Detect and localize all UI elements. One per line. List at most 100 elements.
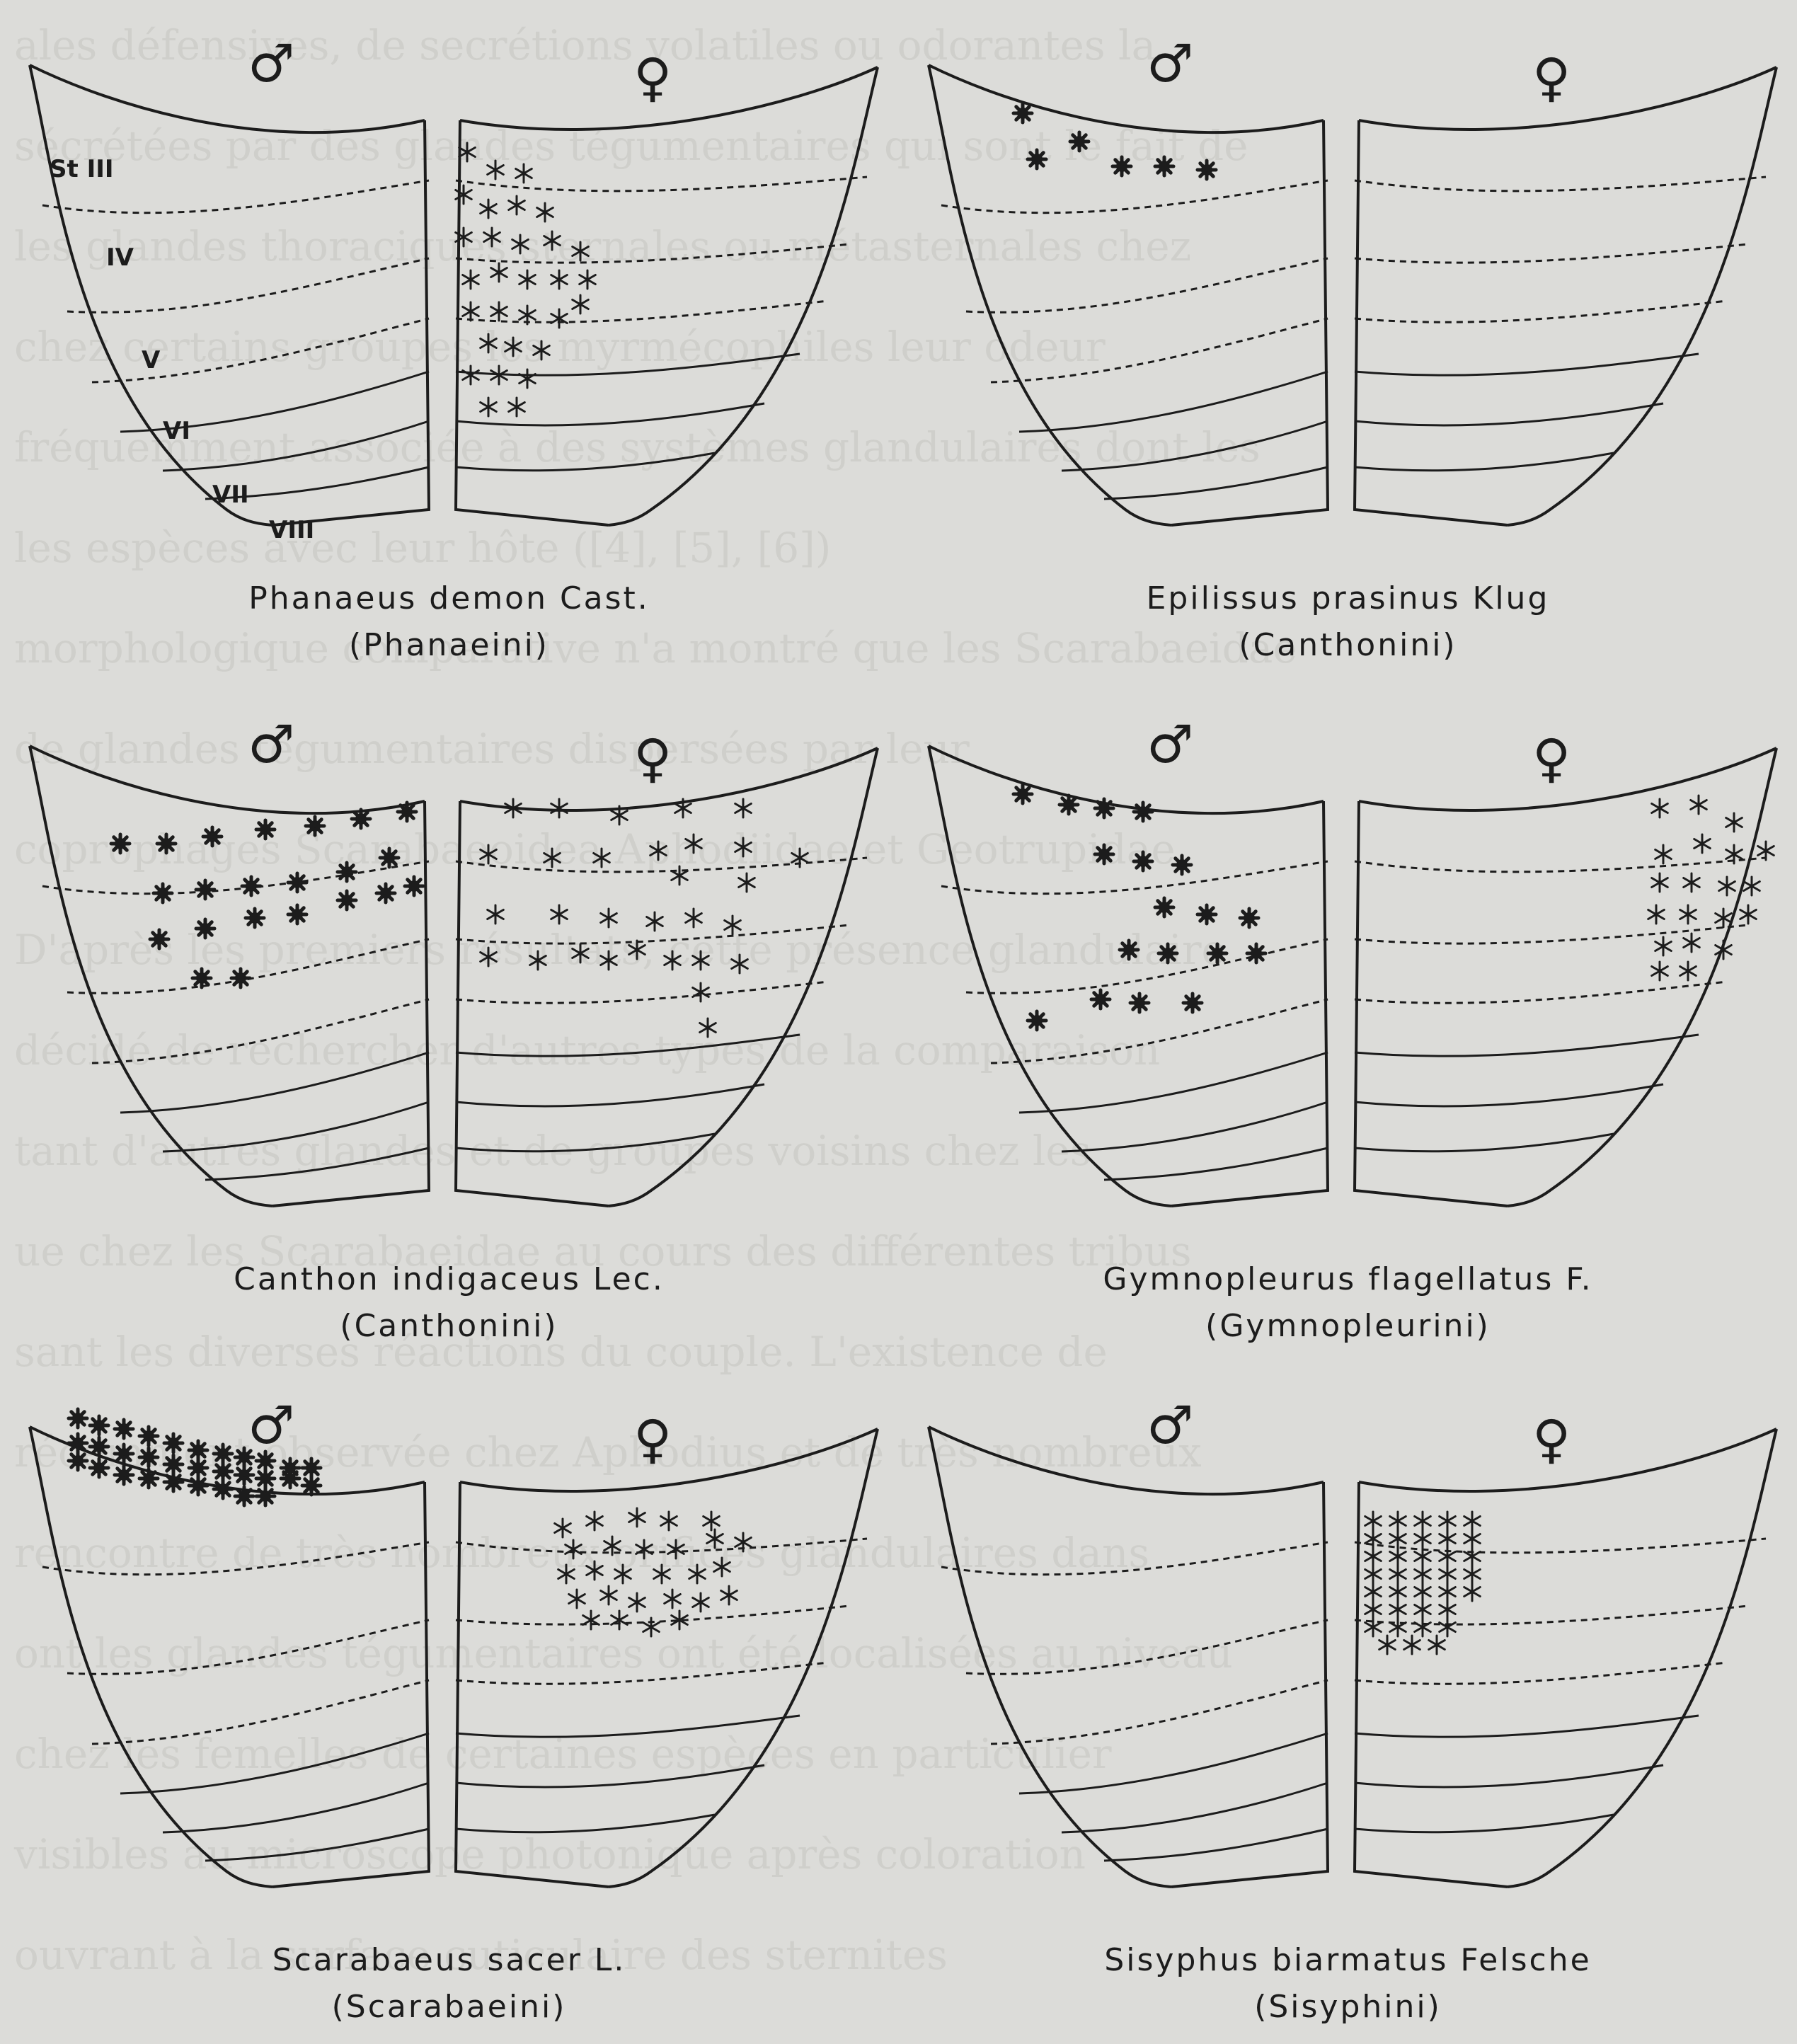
- gland-asterisk: [1365, 1600, 1382, 1619]
- sternite-boundary: [42, 180, 429, 213]
- abdomen-outline: [1171, 120, 1328, 525]
- gland-asterisk: [1652, 962, 1668, 980]
- gland-asterisk: [1680, 962, 1696, 980]
- gland-asterisk: [1440, 1583, 1456, 1601]
- gland-asterisk: [1404, 1636, 1420, 1654]
- sternite-boundary: [966, 1620, 1328, 1674]
- gland-asterisk: [1390, 1600, 1406, 1619]
- gland-solid-star: [1014, 785, 1032, 803]
- gland-asterisk: [1365, 1583, 1382, 1601]
- sternite-boundary: [456, 301, 828, 322]
- sternite-label: IV: [106, 243, 134, 272]
- gland-asterisk: [558, 1565, 575, 1583]
- gland-asterisk: [1415, 1565, 1431, 1583]
- gland-solid-star: [235, 1466, 253, 1484]
- gland-solid-star: [231, 969, 250, 987]
- sternite-boundary: [456, 1035, 800, 1056]
- sternite-boundary: [456, 1815, 715, 1832]
- abdomen-outline: [929, 1427, 1171, 1887]
- gland-asterisk: [1390, 1565, 1406, 1583]
- gland-asterisk: [488, 905, 504, 924]
- gland-asterisk: [1652, 873, 1668, 892]
- sternites-drawing: ♂♀St IIIIVVVIVIIVIII: [0, 0, 898, 681]
- gland-asterisk: [650, 842, 667, 860]
- male-symbol: ♂: [1147, 714, 1193, 775]
- sternite-label: VIII: [269, 516, 314, 544]
- gland-asterisk: [1648, 905, 1665, 924]
- gland-solid-star: [1134, 803, 1152, 821]
- gland-asterisk: [544, 231, 561, 250]
- gland-asterisk: [612, 1611, 628, 1629]
- gland-asterisk: [594, 849, 610, 867]
- gland-solid-star: [1095, 845, 1113, 863]
- gland-asterisk: [1694, 834, 1711, 853]
- species-caption: Canthon indigaceus Lec.: [0, 1261, 898, 1297]
- sternite-boundary: [1355, 301, 1727, 322]
- gland-asterisk: [534, 341, 550, 360]
- gland-asterisk: [583, 1611, 599, 1629]
- gland-asterisk: [505, 338, 522, 356]
- gland-asterisk: [551, 799, 568, 817]
- gland-asterisk: [512, 235, 529, 253]
- gland-solid-star: [377, 884, 395, 902]
- abdomen-outline: [929, 65, 1171, 525]
- gland-solid-star: [196, 880, 214, 899]
- sternite-boundary: [1355, 354, 1699, 375]
- gland-solid-star: [246, 909, 264, 927]
- gland-asterisk: [481, 845, 497, 863]
- male-symbol: ♂: [1147, 33, 1193, 94]
- abdomen-outline: [929, 1427, 1324, 1494]
- female-symbol: ♀: [1532, 1409, 1571, 1470]
- gland-solid-star: [1173, 856, 1191, 874]
- gland-asterisk: [519, 306, 536, 324]
- sternite-boundary: [205, 1148, 429, 1180]
- gland-solid-star: [405, 877, 423, 895]
- gland-asterisk: [509, 196, 525, 214]
- sternite-boundary: [42, 861, 429, 894]
- gland-asterisk: [519, 369, 536, 388]
- gland-asterisk: [693, 951, 709, 970]
- sternite-boundary: [1355, 982, 1727, 1003]
- gland-solid-star: [1028, 150, 1046, 168]
- sternite-boundary: [1355, 1134, 1614, 1152]
- gland-solid-star: [288, 905, 306, 924]
- gland-asterisk: [530, 951, 546, 970]
- gland-asterisk: [735, 1533, 752, 1551]
- sternite-boundary: [120, 1733, 429, 1793]
- gland-asterisk: [1415, 1600, 1431, 1619]
- gland-asterisk: [1464, 1529, 1481, 1548]
- gland-asterisk: [481, 948, 497, 966]
- gland-asterisk: [491, 263, 507, 282]
- gland-asterisk: [1390, 1583, 1406, 1601]
- sternite-boundary: [966, 258, 1328, 312]
- gland-solid-star: [256, 1487, 275, 1505]
- gland-asterisk: [647, 912, 663, 931]
- gland-asterisk: [1440, 1512, 1456, 1530]
- gland-asterisk: [615, 1565, 631, 1583]
- gland-solid-star: [69, 1409, 87, 1428]
- gland-asterisk: [629, 941, 645, 959]
- abdomen-outline: [609, 67, 878, 525]
- tribe-caption: (Phanaeini): [0, 627, 898, 663]
- gland-asterisk: [1429, 1636, 1445, 1654]
- gland-asterisk: [555, 1519, 571, 1537]
- panel-canthon-indigaceus: ♂♀Canthon indigaceus Lec.(Canthonini): [0, 681, 898, 1362]
- gland-solid-star: [1095, 799, 1113, 817]
- gland-solid-star: [338, 891, 356, 909]
- gland-asterisk: [481, 200, 497, 218]
- gland-asterisk: [686, 834, 702, 853]
- sternite-boundary: [205, 1829, 429, 1861]
- gland-asterisk: [481, 334, 497, 352]
- sternite-boundary: [991, 999, 1328, 1063]
- gland-asterisk: [565, 1540, 582, 1558]
- gland-solid-star: [242, 877, 260, 895]
- sternite-boundary: [1355, 403, 1663, 425]
- sternites-drawing: ♂♀: [0, 681, 898, 1362]
- gland-solid-star: [1198, 161, 1216, 179]
- gland-asterisk: [601, 909, 617, 927]
- gland-asterisk: [551, 905, 568, 924]
- gland-asterisk: [587, 1512, 603, 1530]
- gland-asterisk: [484, 228, 500, 246]
- gland-asterisk: [1684, 873, 1700, 892]
- male-symbol: ♂: [248, 714, 294, 775]
